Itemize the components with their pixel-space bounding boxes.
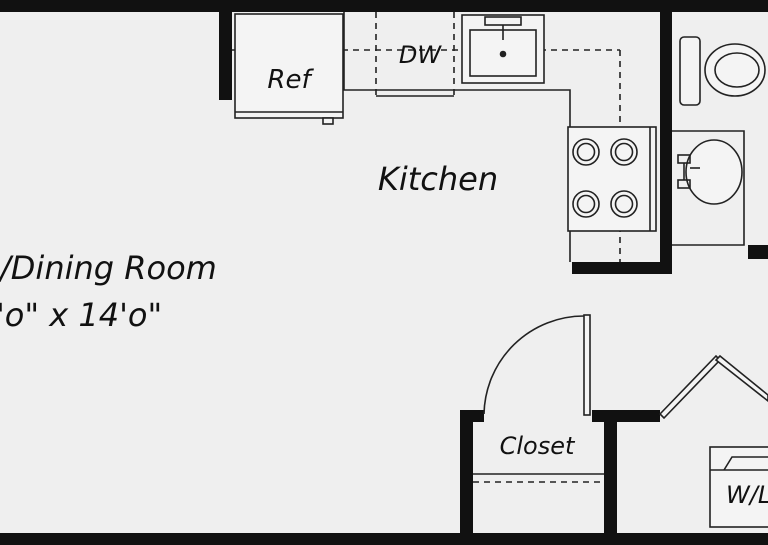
stove <box>567 126 657 232</box>
washer-dryer-label: W/L <box>726 481 768 509</box>
washer-dryer <box>709 446 768 528</box>
bath-sink <box>672 130 745 246</box>
kitchen-wall-left-stub <box>219 0 232 100</box>
living-dining-dimensions: 'o" x 14'o" <box>0 296 162 334</box>
kitchen-bath-wall <box>660 0 672 273</box>
refrigerator-label: Ref <box>267 65 314 95</box>
closet-top-right <box>592 410 660 422</box>
bottom-wall <box>0 533 768 545</box>
toilet <box>679 36 766 106</box>
bath-wall-stub <box>748 245 768 259</box>
dishwasher <box>375 12 455 97</box>
refrigerator <box>234 13 344 125</box>
closet-laundry-wall <box>604 410 617 535</box>
top-wall <box>0 0 768 12</box>
kitchen-lower-wall <box>572 262 672 274</box>
laundry-bifold-doors <box>658 354 768 420</box>
closet-shelf <box>473 473 604 483</box>
closet-label: Closet <box>500 432 576 460</box>
closet-top-left <box>460 410 484 422</box>
kitchen-sink <box>461 14 545 84</box>
kitchen-label: Kitchen <box>378 160 498 198</box>
living-dining-label: /Dining Room <box>0 249 217 287</box>
closet-wall-left <box>460 410 473 535</box>
dishwasher-label: DW <box>399 41 442 69</box>
closet-door <box>483 314 591 416</box>
